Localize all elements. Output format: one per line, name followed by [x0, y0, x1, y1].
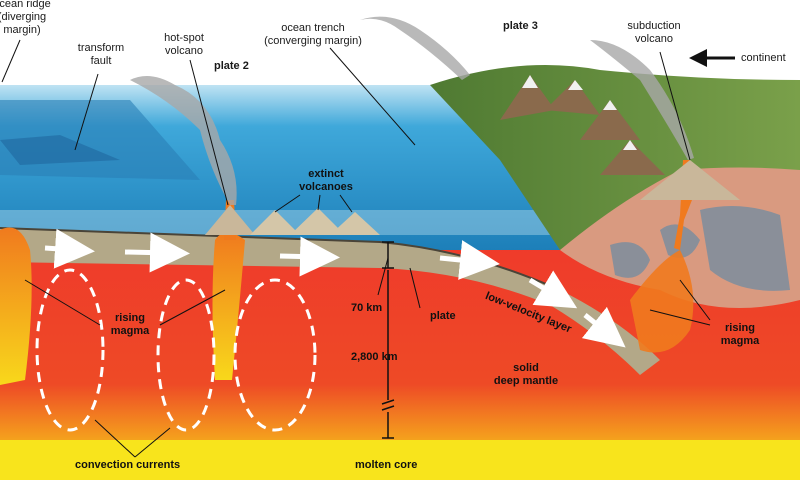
plate-3-label: plate 3 [503, 20, 538, 32]
leader-line [649, 309, 711, 326]
ridge-plume [0, 227, 32, 385]
plate-flow-arrow [581, 306, 626, 348]
leader-line [24, 279, 101, 326]
plate-flow-arrow [279, 236, 340, 277]
convection-loop [233, 278, 317, 432]
transform-fault-zone [0, 135, 120, 165]
subduction-volcano-cone [640, 160, 740, 200]
plate-flow-arrow [44, 228, 95, 269]
plate-flow-arrow [528, 270, 578, 309]
subduction-volcano-label: subduction volcano [627, 20, 681, 45]
leader-line [74, 73, 99, 151]
scale-break [381, 399, 395, 411]
hotspot-plume [212, 232, 245, 380]
hotspot-smoke [130, 76, 237, 205]
hotspot-volcano-cone [205, 205, 255, 235]
transform-fault-label: transform fault [77, 42, 125, 67]
ocean-ridge-label: ocean ridge (diverging margin) [0, 0, 51, 36]
convection-loop [156, 278, 216, 432]
leader-line [409, 267, 421, 309]
trench-smoke [360, 16, 470, 81]
leader-line [679, 279, 711, 321]
rising-magma-right-label: rising magma [720, 322, 760, 347]
ocean-trench-label: ocean trench (converging margin) [264, 22, 362, 47]
leader-line [1, 39, 21, 83]
leader-line [329, 47, 416, 146]
convection-currents-label: convection currents [75, 459, 181, 471]
molten-core-label: molten core [355, 459, 418, 471]
plate-label: plate [430, 310, 456, 322]
subduction-magma [630, 250, 694, 353]
depth-70-km-label: 70 km [351, 302, 383, 314]
leader-line [189, 59, 229, 206]
leader-line [159, 289, 226, 326]
extinct-volcano-cones [250, 208, 380, 235]
convection-loop [35, 268, 105, 432]
extinct-volcanoes-label: extinct volcanoes [299, 168, 353, 193]
snow-caps [522, 75, 637, 150]
granite-intrusion [700, 206, 790, 291]
molten-core-band [0, 440, 800, 480]
rising-magma-left-label: rising magma [110, 312, 150, 337]
depth-2800-km-label: 2,800 km [351, 351, 398, 363]
plate-flow-arrow [124, 232, 190, 273]
subduction-smoke [590, 40, 694, 160]
solid-deep-mantle-label: solid deep mantle [493, 362, 559, 387]
leader-line [659, 51, 691, 161]
leader-line [134, 427, 171, 458]
continent-label: continent [741, 52, 786, 64]
leader-line [377, 257, 389, 296]
plate-2-label: plate 2 [214, 60, 249, 72]
leader-line [94, 419, 136, 458]
leader-line [339, 194, 353, 213]
hot-spot-volcano-label: hot-spot volcano [164, 32, 204, 57]
leader-line [317, 194, 321, 211]
leader-line [274, 194, 301, 213]
plate-flow-arrow [439, 240, 500, 280]
